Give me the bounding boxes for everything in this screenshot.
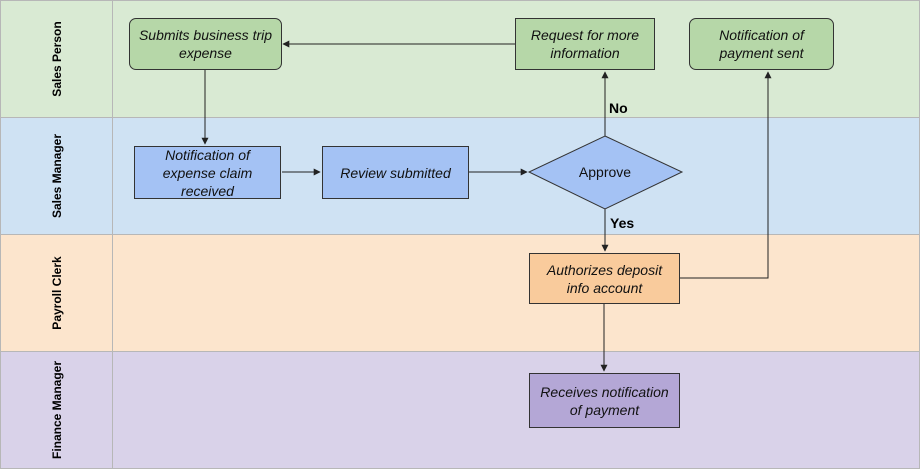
lane-payroll-clerk: Payroll Clerk (0, 234, 920, 352)
node-expense-claim-received: Notification of expense claim received (134, 146, 281, 199)
node-review-submitted: Review submitted (322, 146, 469, 199)
node-authorizes-deposit: Authorizes deposit info account (529, 253, 680, 304)
edge-label-no: No (609, 100, 628, 116)
lane-header: Finance Manager (1, 352, 113, 468)
node-payment-sent: Notification of payment sent (689, 18, 834, 70)
lane-header: Sales Person (1, 1, 113, 117)
lane-header: Sales Manager (1, 118, 113, 234)
node-approve: Approve (578, 164, 632, 180)
node-submits-expense: Submits business trip expense (129, 18, 282, 70)
edge-label-yes: Yes (610, 215, 635, 231)
node-request-more-info: Request for more information (515, 18, 655, 70)
lane-header: Payroll Clerk (1, 235, 113, 351)
lane-finance-manager: Finance Manager (0, 351, 920, 469)
approve-diamond-shape (527, 135, 684, 210)
node-receives-notification: Receives notification of payment (529, 373, 680, 428)
edge-authorize-to-payment-sent (680, 71, 772, 279)
